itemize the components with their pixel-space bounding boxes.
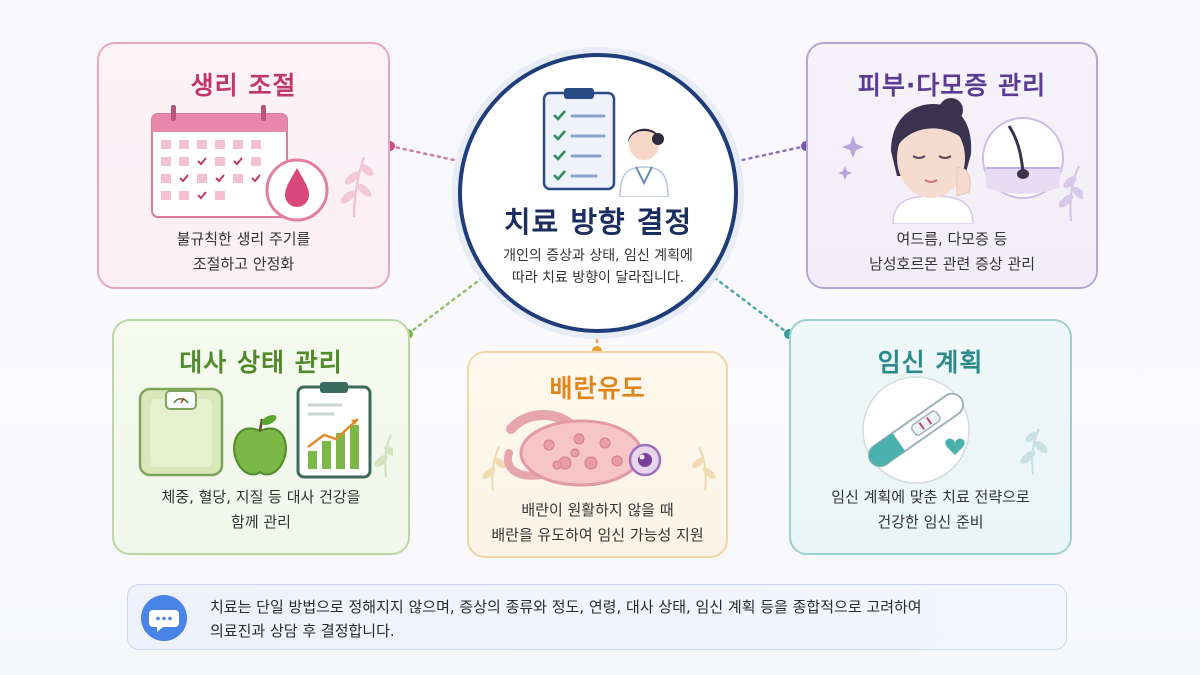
metabolic-illustration	[138, 382, 393, 479]
card-desc-line2: 함께 관리	[231, 513, 291, 531]
pregnancy-illustration	[862, 376, 1048, 484]
footer-line2: 의료진과 상담 후 결정합니다.	[210, 622, 395, 640]
calendar-illustration	[151, 105, 374, 222]
card-desc-line2: 조절하고 안정화	[192, 255, 295, 273]
heart-icon	[945, 438, 965, 455]
card-desc-line2: 건강한 임신 준비	[877, 513, 984, 531]
card-skin-hirsutism: 피부·다모증 관리	[806, 42, 1098, 289]
sparkle-icon	[838, 136, 864, 180]
scale-icon	[138, 387, 224, 477]
card-title: 배란유도	[549, 374, 646, 403]
leaf-icon	[1058, 165, 1083, 222]
center-desc-line2: 따라 치료 방향이 달라집니다.	[511, 270, 685, 286]
clinic-illustration	[542, 88, 669, 197]
card-ovulation-induction: 배란유도 배란이 원활하지 않을 때 배란을 유도하여 임신 가능성 지원	[467, 351, 728, 558]
footer-line1: 치료는 단일 방법으로 정해지지 않으며, 증상의 종류와 정도, 연령, 대사…	[210, 598, 922, 616]
card-title: 생리 조절	[190, 71, 297, 100]
apple-icon	[233, 415, 287, 476]
leaf-icon	[340, 156, 374, 218]
card-desc-line1: 체중, 혈당, 지질 등 대사 건강을	[161, 488, 361, 506]
center-title: 치료 방향 결정	[503, 205, 693, 239]
card-metabolic-management: 대사 상태 관리	[112, 319, 410, 555]
ovary-icon	[503, 410, 662, 487]
woman-face-icon	[891, 98, 974, 224]
card-desc-line2: 남성호르몬 관련 증상 관리	[868, 255, 1036, 273]
card-title: 피부·다모증 관리	[857, 71, 1047, 100]
doctor-icon	[619, 128, 669, 197]
card-pregnancy-planning: 임신 계획 임신 계획에 맞춘 치료 전략으로 건강한 임신 준비	[789, 319, 1072, 555]
skin-illustration	[838, 98, 1083, 224]
leaf-icon	[1020, 428, 1048, 476]
leaf-icon	[374, 434, 393, 478]
chart-clipboard-icon	[296, 382, 372, 479]
checklist-icon	[542, 88, 616, 191]
card-menstrual-regulation: 생리 조절	[97, 42, 390, 289]
card-title: 대사 상태 관리	[179, 348, 343, 377]
blood-drop-icon	[265, 158, 329, 222]
card-desc-line1: 임신 계획에 맞춘 치료 전략으로	[831, 488, 1030, 506]
footer-note: 치료는 단일 방법으로 정해지지 않으며, 증상의 종류와 정도, 연령, 대사…	[127, 584, 1067, 650]
calendar-icon	[151, 105, 288, 218]
hair-follicle-icon	[982, 117, 1064, 199]
card-desc-line1: 여드름, 다모증 등	[896, 230, 1008, 248]
ovary-illustration	[482, 410, 716, 492]
card-desc-line2: 배란을 유도하여 임신 가능성 지원	[491, 526, 704, 544]
chat-bubble-icon	[141, 595, 187, 641]
card-desc-line1: 배란이 원활하지 않을 때	[521, 501, 674, 519]
center-treatment-decision: 치료 방향 결정 개인의 증상과 상태, 임신 계획에 따라 치료 방향이 달라…	[458, 53, 738, 333]
card-title: 임신 계획	[877, 348, 984, 377]
center-desc-line1: 개인의 증상과 상태, 임신 계획에	[503, 248, 693, 264]
card-desc-line1: 불규칙한 생리 주기를	[176, 230, 311, 248]
pregnancy-test-icon	[867, 392, 965, 468]
leaf-icon	[482, 446, 716, 492]
